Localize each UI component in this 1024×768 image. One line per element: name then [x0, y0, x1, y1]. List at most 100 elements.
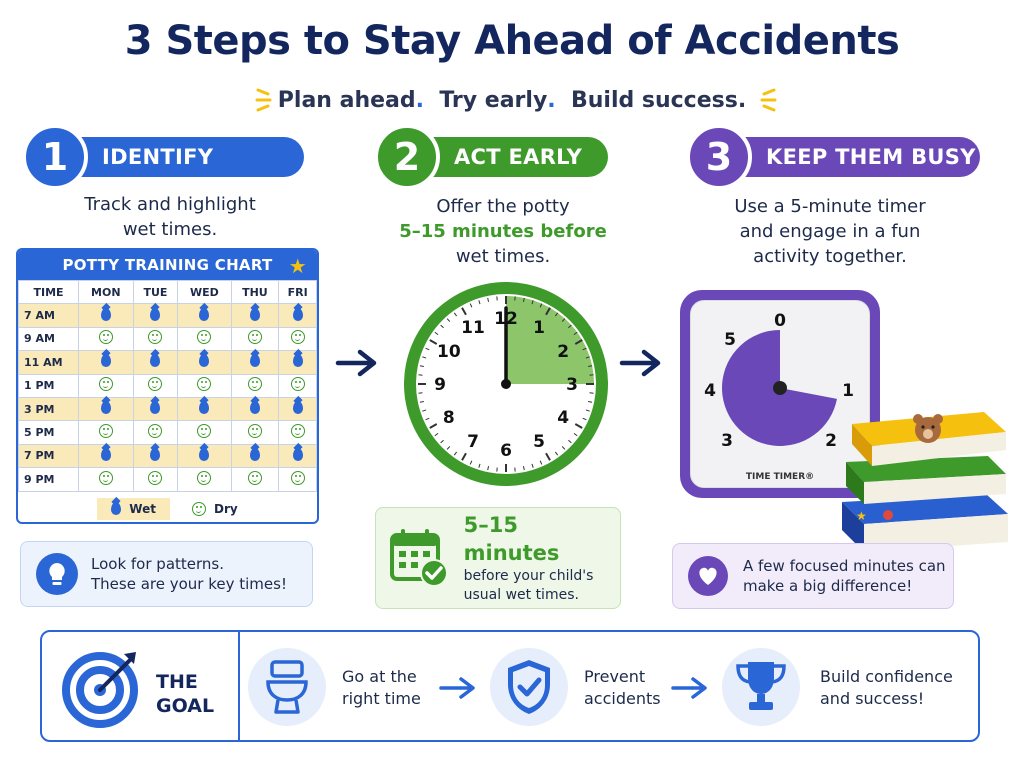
chart-cell	[278, 396, 317, 422]
clock-tick	[440, 324, 444, 329]
goal-text-right-time: Go at the right time	[342, 667, 421, 708]
chart-cell	[230, 350, 280, 375]
drop-icon	[150, 307, 161, 321]
smiley-icon	[290, 377, 305, 392]
step-3-header: KEEP THEM BUSY 3	[686, 124, 980, 190]
chart-cell	[132, 396, 179, 422]
subtitle-build: Build success.	[570, 88, 747, 113]
smiley-icon	[247, 470, 262, 485]
drop-icon	[150, 401, 161, 415]
table-row: 9 AM	[18, 326, 317, 352]
clock-tick	[422, 356, 427, 359]
clock-number: 2	[557, 342, 569, 362]
clock-tick	[478, 300, 481, 305]
timer-number: 4	[704, 381, 716, 401]
smiley-icon	[290, 424, 305, 439]
step-1-header: IDENTIFY 1	[22, 124, 304, 190]
clock-tick	[561, 318, 566, 322]
clock-tick	[574, 339, 583, 345]
timer-number: 0	[774, 311, 786, 331]
clock-number: 7	[467, 432, 479, 452]
clock-tick	[429, 339, 438, 345]
table-row: 5 PM	[18, 420, 317, 445]
chart-cell	[132, 350, 179, 375]
drop-icon	[249, 447, 260, 461]
clock-tick	[522, 297, 525, 302]
chart-cell	[278, 326, 317, 352]
chart-cell	[132, 420, 179, 445]
clock-tick	[585, 356, 590, 359]
page-title: 3 Steps to Stay Ahead of Accidents	[124, 18, 900, 64]
chart-cell	[78, 303, 134, 328]
clock-tick	[440, 439, 444, 444]
star-icon: ★	[288, 254, 307, 278]
step-2-label: ACT EARLY	[418, 137, 608, 177]
chart-cell	[278, 443, 317, 469]
svg-text:★: ★	[856, 509, 867, 523]
step-3-label: KEEP THEM BUSY	[730, 137, 980, 177]
smiley-icon	[197, 470, 212, 485]
clock-tick	[561, 446, 566, 450]
clock-tick	[419, 365, 424, 368]
clock-tick	[585, 409, 590, 412]
clock-number: 3	[566, 375, 578, 395]
clock-number: 6	[500, 441, 512, 461]
goal-toilet-circle	[248, 648, 326, 726]
clock-tick	[539, 460, 543, 465]
goal-text-confidence: Build confidence and success!	[820, 667, 953, 708]
chart-cell	[78, 420, 134, 445]
drop-icon	[150, 354, 161, 368]
step-3-number: 3	[686, 124, 752, 190]
timer-number: 2	[825, 431, 837, 451]
chart-cell	[78, 373, 134, 398]
clock-tick	[573, 432, 578, 437]
clock-tick	[429, 423, 438, 429]
chart-cell	[278, 373, 317, 398]
clock-tick	[478, 463, 481, 468]
goal-divider	[238, 632, 240, 740]
drop-icon	[292, 307, 303, 321]
chart-cell	[278, 350, 317, 375]
chart-cell	[132, 443, 179, 469]
clock-tick	[568, 324, 572, 329]
drop-icon	[199, 307, 210, 321]
chart-cell	[177, 443, 232, 469]
table-row: 7 PM	[18, 443, 317, 469]
chart-cell	[177, 420, 232, 445]
clock-tick	[588, 400, 593, 403]
chart-cell	[177, 303, 232, 328]
tip-focused-minutes: A few focused minutes can make a big dif…	[672, 543, 954, 609]
chart-cell	[177, 396, 232, 422]
clock-tick	[545, 307, 551, 316]
table-row: 9 PM	[18, 467, 317, 492]
clock-tick	[453, 312, 458, 317]
clock-tick	[487, 466, 490, 471]
chart-cell	[230, 420, 280, 445]
clock-tick	[554, 312, 559, 317]
chart-cell	[132, 326, 179, 352]
smiley-icon	[148, 330, 163, 345]
chart-cell	[78, 467, 134, 492]
smiley-icon	[148, 377, 163, 392]
chart-cell	[230, 467, 280, 492]
chart-cell	[132, 467, 179, 492]
clock-tick	[461, 307, 467, 316]
goal-text-prevent: Prevent accidents	[584, 667, 661, 708]
row-time: 3 PM	[18, 396, 79, 422]
row-time: 1 PM	[18, 373, 79, 398]
chart-cell	[132, 303, 179, 328]
chart-column-header: FRI	[278, 279, 317, 305]
timer-number: 1	[842, 381, 854, 401]
chart-cell	[230, 303, 280, 328]
timer-number: 5	[724, 330, 736, 350]
chart-cell	[78, 326, 134, 352]
chart-cell	[230, 373, 280, 398]
table-row: 1 PM	[18, 373, 317, 398]
chart-header: POTTY TRAINING CHART ★	[18, 250, 317, 280]
step-1-number: 1	[22, 124, 88, 190]
table-row: 11 AM	[18, 350, 317, 375]
chart-cell	[278, 467, 317, 492]
tip-five-to-fifteen: 5–15 minutes before your child's usual w…	[375, 507, 621, 609]
